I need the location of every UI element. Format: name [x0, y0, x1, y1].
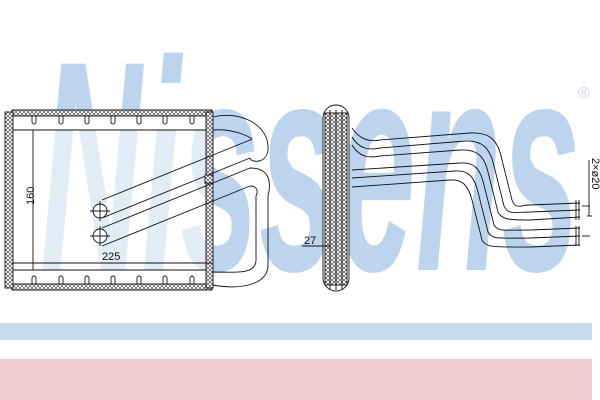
- depth-dimension: 27: [304, 235, 316, 247]
- height-dimension: 160: [25, 187, 37, 205]
- front-view: [4, 109, 270, 291]
- brand-band-blue: [0, 323, 592, 340]
- width-dimension: 225: [102, 251, 120, 263]
- brand-band-pink: [0, 359, 592, 400]
- heater-core-drawing: 225 160: [4, 104, 600, 292]
- pipe-diameter-dimension: 2×ø20: [589, 158, 600, 190]
- side-view: [302, 104, 592, 292]
